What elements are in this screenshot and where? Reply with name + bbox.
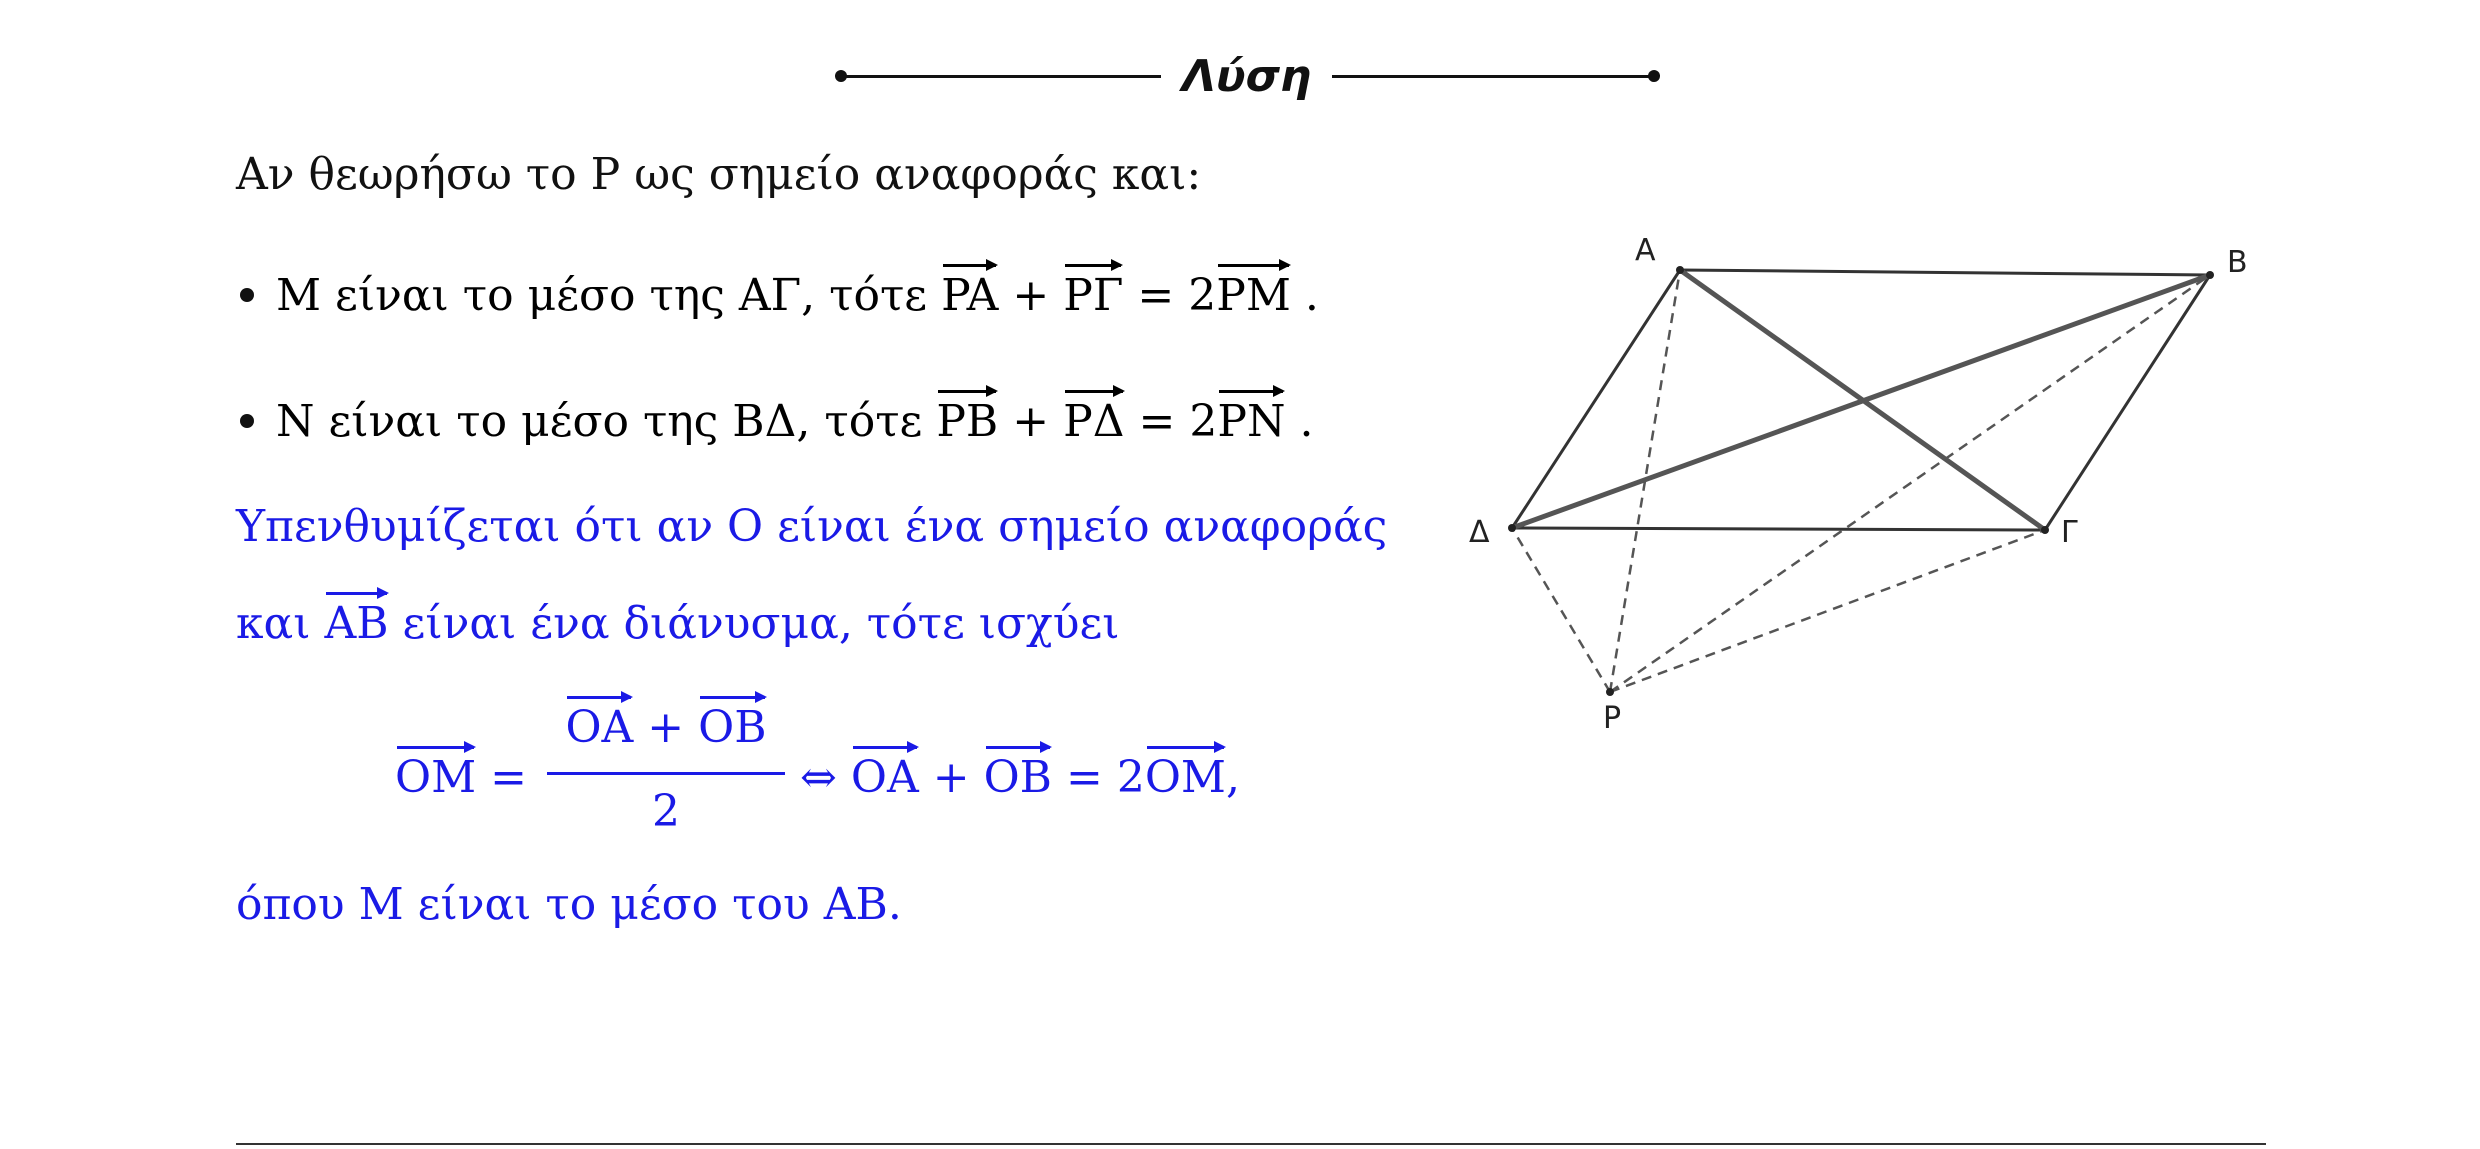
label-g: Γ (2061, 515, 2078, 550)
formula-rhs: ⇔ OA + OB = 2OM, (800, 741, 1240, 808)
vector-oa: OA (851, 741, 919, 808)
plus-sign: + (998, 396, 1064, 447)
reminder-line-1: Υπενθυμίζεται ότι αν O είναι ένα σημείο … (236, 501, 1388, 552)
fraction-numerator: OA + OB (547, 691, 785, 758)
comma: , (1225, 752, 1240, 803)
bullet-icon (240, 288, 254, 302)
reminder-text: είναι ένα διάνυσμα, τότε ισχύει (388, 598, 1120, 649)
vector-pg: PΓ (1063, 259, 1124, 326)
dashed-pg (1609, 528, 2046, 694)
bullet-item-1: M είναι το μέσο της ΑΓ, τότε PA + PΓ = 2… (240, 259, 1319, 326)
reminder-line-2: και AB είναι ένα διάνυσμα, τότε ισχύει (236, 587, 1120, 654)
vector-om: OM (1145, 741, 1227, 808)
label-a: A (1635, 233, 1656, 268)
side-bg (2043, 274, 2212, 531)
vector-oa: OA (565, 691, 633, 758)
fraction-bar (547, 772, 785, 775)
equals-sign: = 2 (1123, 270, 1217, 321)
bullet-icon (240, 414, 254, 428)
side-gd (1511, 526, 2046, 532)
side-ab (1679, 268, 2211, 277)
formula-lhs: OM = (395, 741, 527, 808)
equals-sign: = 2 (1051, 752, 1145, 803)
vector-pm: PM (1216, 259, 1291, 326)
plus-sign: + (918, 752, 984, 803)
vertex-g (2041, 526, 2049, 534)
side-da (1510, 269, 1682, 529)
vertex-p (1606, 688, 1614, 696)
label-p: P (1603, 701, 1621, 736)
vector-pa: PA (941, 259, 999, 326)
label-b: B (2227, 245, 2248, 280)
label-d: Δ (1469, 515, 1490, 550)
plus-sign: + (633, 702, 699, 753)
header-rule-left (841, 75, 1161, 78)
vertex-d (1508, 524, 1516, 532)
fraction-denominator: 2 (652, 786, 680, 837)
period: . (1285, 396, 1314, 447)
bottom-rule (236, 1143, 2266, 1145)
header-dot-right (1648, 70, 1660, 82)
period: . (1290, 270, 1319, 321)
header-rule-right (1332, 75, 1654, 78)
dashed-pb (1609, 273, 2211, 694)
vector-ab: AB (324, 587, 389, 654)
solution-title: Λύση (1181, 51, 1312, 102)
dashed-pd (1510, 527, 1612, 693)
vector-om: OM (395, 741, 477, 808)
plus-sign: + (998, 270, 1064, 321)
vector-pd: PΔ (1063, 385, 1125, 452)
vector-ob: OB (698, 691, 767, 758)
equals-sign: = (476, 752, 527, 803)
vector-ob: OB (984, 741, 1053, 808)
parallelogram-diagram: A B Γ Δ P (1469, 233, 2248, 736)
vector-pb: PB (936, 385, 998, 452)
bullet-text: M είναι το μέσο της ΑΓ, τότε (276, 270, 942, 321)
equals-sign: = 2 (1124, 396, 1218, 447)
final-text: όπου M είναι το μέσο του AB. (236, 879, 902, 930)
reminder-text: και (236, 598, 325, 649)
bullet-item-2: N είναι το μέσο της ΒΔ, τότε PB + PΔ = 2… (240, 385, 1314, 452)
vertex-a (1676, 266, 1684, 274)
solution-header: Λύση (835, 42, 1660, 112)
vector-pn: PN (1217, 385, 1286, 452)
dashed-pa (1608, 269, 1682, 693)
vertex-b (2206, 271, 2214, 279)
intro-text: Αν θεωρήσω το P ως σημείο αναφοράς και: (236, 149, 1202, 200)
diagonal-bd (1511, 272, 2211, 531)
iff-sign: ⇔ (800, 752, 837, 803)
parallelogram-figure: A B Γ Δ P (1455, 230, 2325, 750)
bullet-text: N είναι το μέσο της ΒΔ, τότε (276, 396, 937, 447)
